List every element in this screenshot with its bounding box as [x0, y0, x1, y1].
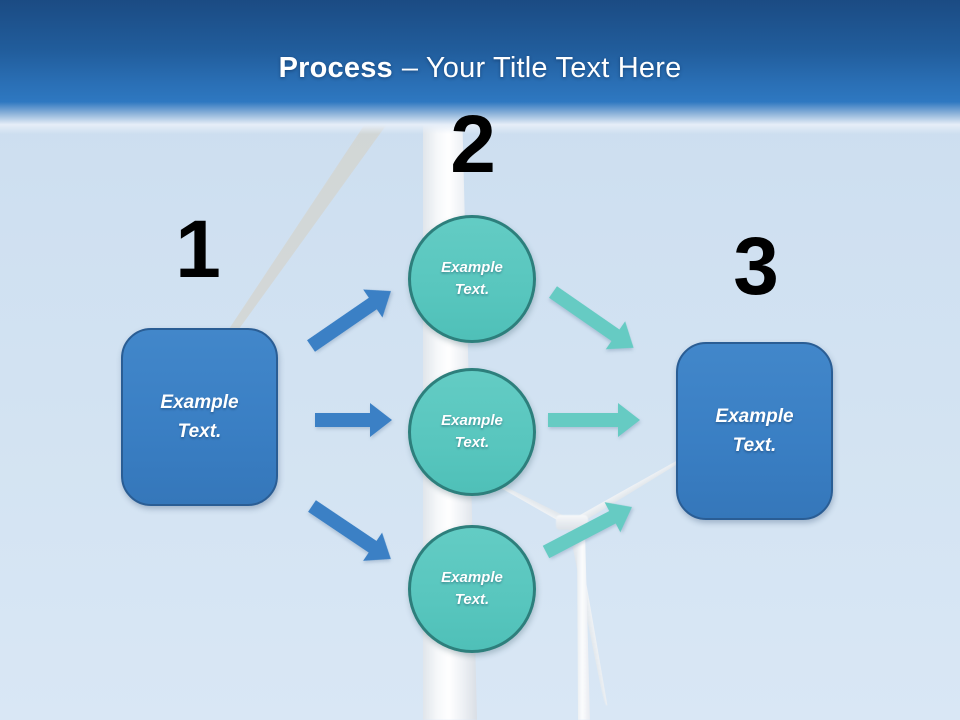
arrow-circle2-to-box3-icon	[548, 403, 640, 437]
step-number-2: 2	[450, 99, 496, 190]
process-box-label: Example Text.	[715, 405, 794, 456]
arrow-shaft	[548, 413, 620, 427]
header-band: Process– Your Title Text Here	[0, 0, 960, 134]
process-circle-label: Example Text.	[441, 569, 503, 608]
process-box-step1: Example Text.	[121, 328, 278, 506]
process-circle-1: Example Text.	[408, 215, 536, 343]
step-number-1: 1	[175, 204, 221, 295]
slide-title: Process– Your Title Text Here	[0, 52, 960, 85]
process-circle-2: Example Text.	[408, 368, 536, 496]
arrow-head	[370, 403, 392, 437]
arrow-box1-to-circle2-icon	[315, 403, 392, 437]
arrow-shaft	[315, 413, 372, 427]
process-circle-label: Example Text.	[441, 412, 503, 451]
process-box-step3: Example Text.	[676, 342, 833, 520]
process-circle-3: Example Text.	[408, 525, 536, 653]
arrow-head	[618, 403, 640, 437]
slide-title-regular: – Your Title Text Here	[401, 52, 682, 84]
slide-title-bold: Process	[278, 52, 393, 84]
step-number-3: 3	[733, 221, 779, 312]
process-box-label: Example Text.	[160, 391, 239, 442]
process-circle-label: Example Text.	[441, 259, 503, 298]
